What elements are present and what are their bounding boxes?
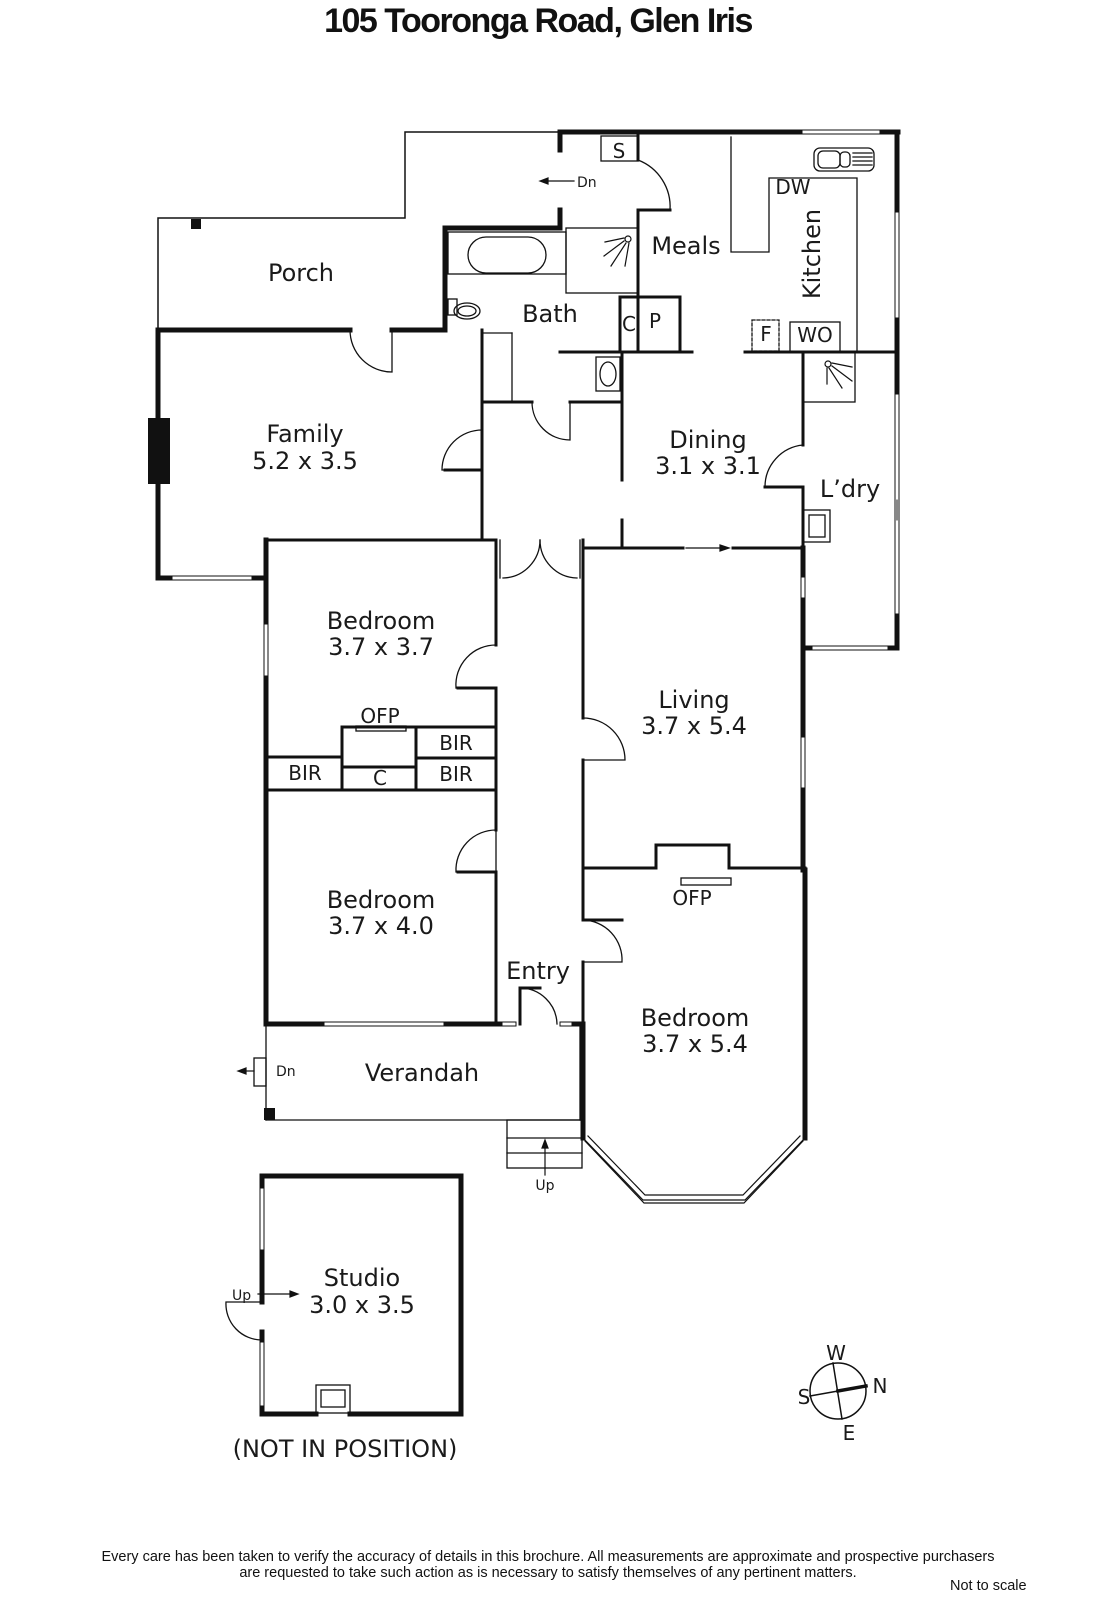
room-label-porch: Porch — [268, 259, 334, 287]
compass-label-e: E — [843, 1421, 856, 1445]
step-label-up-verandah: Up — [535, 1178, 554, 1194]
chimney — [148, 418, 170, 484]
fixture-label-bir-left: BIR — [288, 761, 322, 785]
room-label-verandah: Verandah — [365, 1059, 479, 1087]
fixture-label-s: S — [613, 139, 626, 163]
room-size-bedroom-3: 3.7 x 5.4 — [642, 1030, 748, 1058]
fixture-label-ofp-living: OFP — [672, 886, 711, 910]
room-label-kitchen: Kitchen — [798, 209, 826, 299]
room-label-entry: Entry — [506, 957, 570, 985]
step-label-up-studio: Up — [232, 1288, 251, 1304]
fixture-label-bir-top: BIR — [439, 731, 473, 755]
fixture-label-linen-c: C — [373, 766, 387, 790]
disclaimer-line-1: Every care has been taken to verify the … — [101, 1549, 995, 1565]
room-label-bedroom-3: Bedroom — [641, 1004, 750, 1032]
property-address-title: 105 Tooronga Road, Glen Iris — [324, 2, 753, 40]
fixtures — [253, 135, 875, 1414]
bay-window — [582, 1135, 806, 1204]
compass-label-s: S — [798, 1385, 811, 1409]
scale-note: Not to scale — [950, 1578, 1027, 1594]
room-size-living: 3.7 x 5.4 — [641, 712, 747, 740]
fixture-label-c: C — [622, 312, 636, 336]
compass-label-w: W — [826, 1341, 846, 1365]
compass-label-n: N — [873, 1374, 888, 1398]
windows — [169, 129, 900, 1409]
room-label-dining: Dining — [669, 426, 746, 454]
compass-icon — [809, 1362, 869, 1420]
porch-outline — [157, 131, 561, 331]
fixture-label-wo: WO — [797, 323, 833, 347]
room-label-laundry: L’dry — [820, 475, 880, 503]
room-label-bedroom-1: Bedroom — [327, 607, 436, 635]
fixture-label-bir-bottom: BIR — [439, 762, 473, 786]
fixture-label-p: P — [649, 309, 661, 333]
fixture-label-dw: DW — [775, 175, 810, 199]
step-label-dn-verandah: Dn — [276, 1064, 296, 1080]
room-size-studio: 3.0 x 3.5 — [309, 1291, 415, 1319]
room-label-studio: Studio — [324, 1264, 400, 1292]
room-label-bath: Bath — [522, 300, 578, 328]
room-label-meals: Meals — [651, 232, 720, 260]
fixture-label-ofp-bedroom: OFP — [360, 704, 399, 728]
room-label-bedroom-2: Bedroom — [327, 886, 436, 914]
disclaimer-line-2: are requested to take such action as is … — [239, 1565, 857, 1581]
fixture-label-f: F — [760, 322, 772, 346]
shower-icon — [603, 235, 853, 389]
step-arrows — [236, 177, 731, 1298]
step-label-dn-meals: Dn — [577, 175, 597, 191]
room-label-living: Living — [658, 686, 729, 714]
room-label-family: Family — [266, 420, 343, 448]
studio-position-note: (NOT IN POSITION) — [233, 1435, 458, 1463]
room-size-dining: 3.1 x 3.1 — [655, 452, 761, 480]
room-size-family: 5.2 x 3.5 — [252, 447, 358, 475]
room-size-bedroom-2: 3.7 x 4.0 — [328, 912, 434, 940]
room-size-bedroom-1: 3.7 x 3.7 — [328, 633, 434, 661]
verandah-post — [264, 1108, 275, 1120]
door-swings — [225, 159, 804, 1341]
porch-post — [191, 219, 201, 229]
